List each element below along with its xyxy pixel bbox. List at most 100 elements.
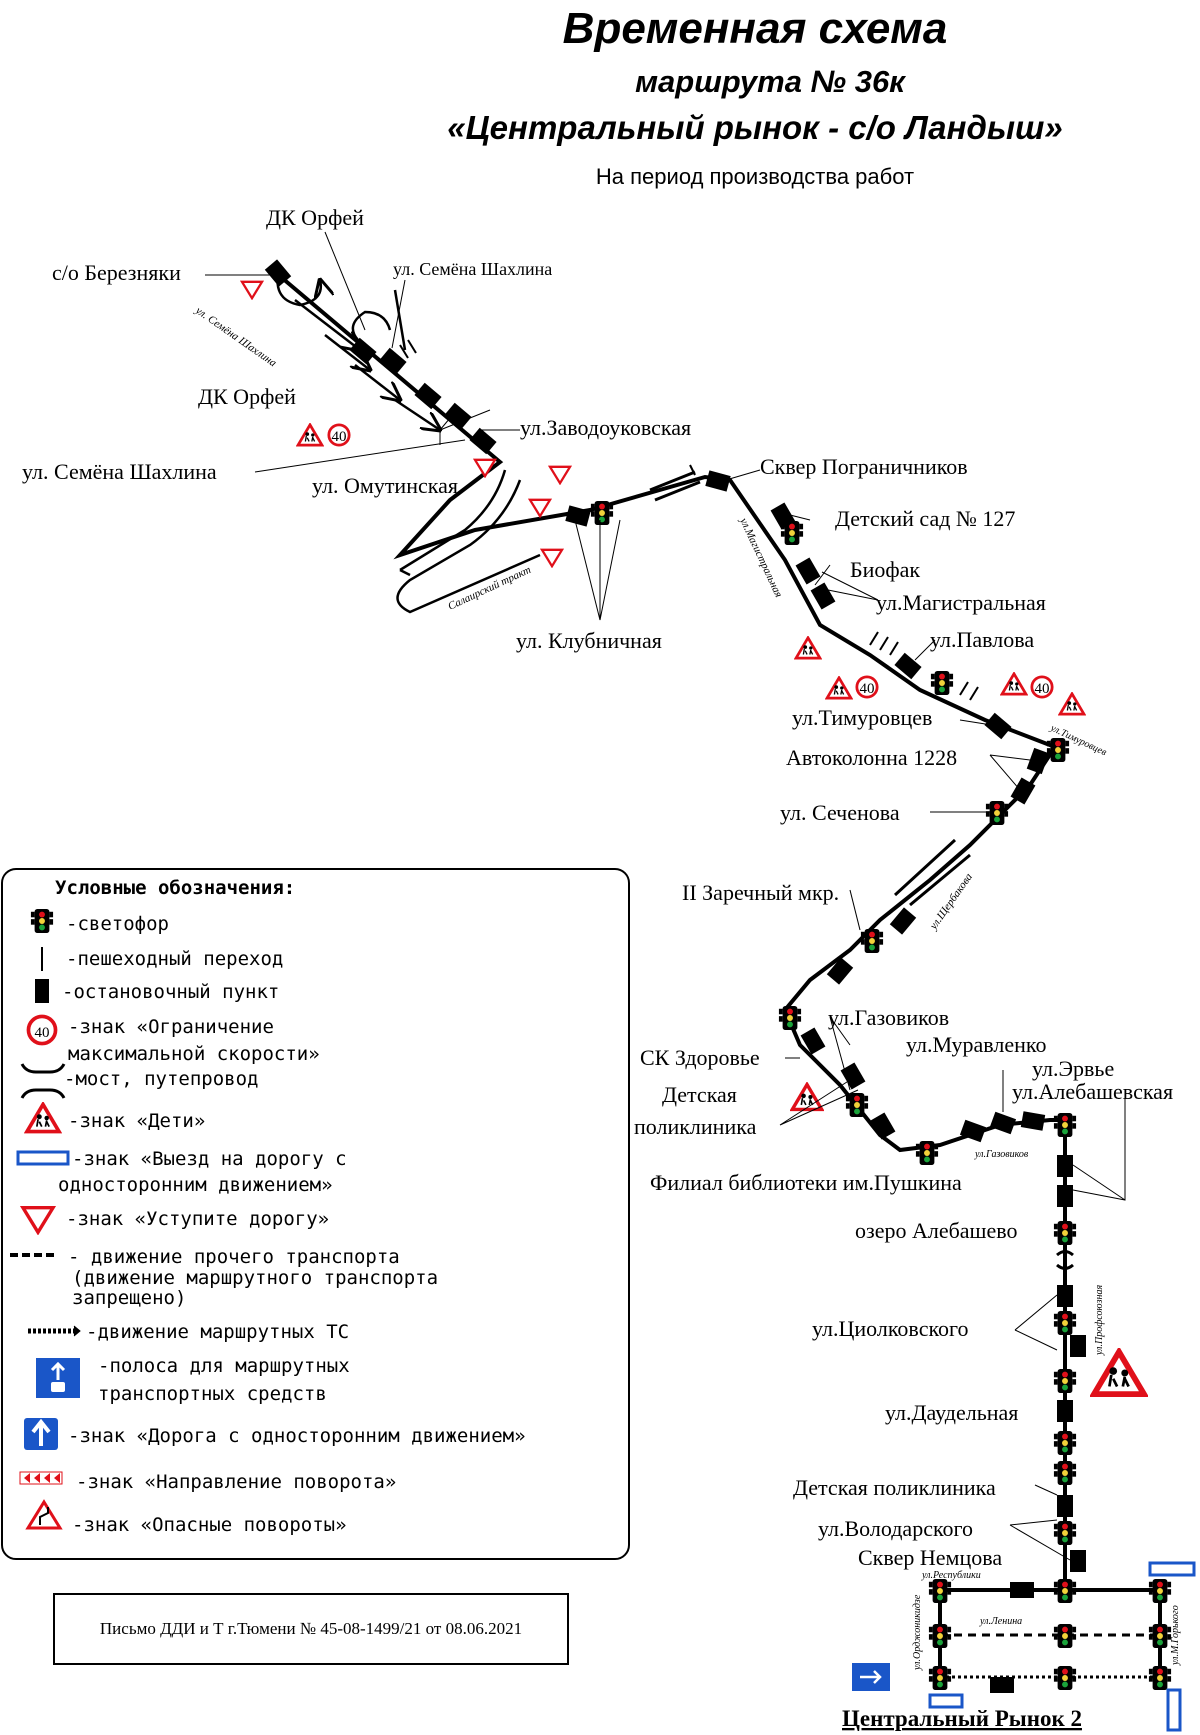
bus-stop (349, 337, 377, 365)
label-ul-muravlenko: ул.Муравленко (906, 1032, 1046, 1057)
bus-stop (469, 427, 497, 455)
bus-stop (840, 1062, 866, 1090)
bus-stop (1026, 747, 1050, 775)
traffic-light-icon (1053, 1221, 1077, 1245)
legend-label: -движение маршрутных ТС (86, 1321, 349, 1343)
road-salairsky-trakt: Салаирский тракт (446, 564, 533, 613)
reference-note-text: Письмо ДДИ и Т г.Тюмени № 45-08-1499/21 … (100, 1619, 522, 1638)
yield-sign-icon (528, 498, 552, 518)
bus-stop (959, 1119, 987, 1143)
title-line-2: маршрута № 36к (635, 64, 906, 99)
traffic-light-icon (928, 1666, 952, 1690)
legend-label: -светофор (66, 913, 169, 935)
speed-limit-sign-icon: 40 (327, 423, 351, 447)
bus-stop (1010, 777, 1036, 805)
label-so-bereznyaki: с/о Березняки (52, 260, 181, 285)
salairsky-trakt-road (396, 469, 541, 614)
legend-label: -пешеходный переход (66, 948, 283, 970)
svg-text:40: 40 (1035, 681, 1050, 697)
bridge-icon (20, 1063, 66, 1099)
label-dk-orfei-top: ДК Орфей (266, 205, 364, 230)
bus-stop (826, 957, 854, 985)
legend-label: максимальной скорости» (68, 1043, 320, 1065)
label-ozero-alebashevo: озеро Алебашево (855, 1218, 1018, 1243)
svg-text:40: 40 (860, 681, 875, 697)
road-ul-m-gorkogo: ул.М.Горького (1170, 1605, 1181, 1666)
traffic-light-icon (590, 501, 614, 525)
children-sign-icon (794, 636, 822, 660)
yield-sign-icon (240, 280, 264, 300)
bus-lane-sign-icon (36, 1358, 80, 1398)
legend-label: -мост, путепровод (64, 1068, 258, 1090)
bus-stop-icon (35, 979, 49, 1003)
legend-label: транспортных средств (98, 1383, 327, 1405)
bus-stop (810, 582, 836, 610)
one-way-exit-sign-icon (1148, 1561, 1196, 1577)
traffic-light-icon (1148, 1666, 1172, 1690)
label-dk-orfei-mid: ДК Орфей (198, 384, 296, 409)
label-detskaya-poliklinika-2: Детская поликлиника (793, 1475, 996, 1500)
children-sign-icon (296, 423, 324, 447)
bus-stop (894, 652, 922, 680)
label-ul-zavodoukovskaya: ул.Заводоуковская (520, 415, 691, 440)
title-line-1: Временная схема (563, 4, 948, 53)
reference-note-box (53, 1593, 569, 1665)
svg-text:40: 40 (332, 429, 347, 445)
label-ul-ervye: ул.Эрвье (1032, 1056, 1114, 1081)
speed-limit-signs: 40 40 40 (327, 423, 1054, 699)
bus-stops (264, 259, 1086, 1693)
bus-stop (800, 1027, 826, 1055)
legend-label: -знак «Дети» (68, 1110, 205, 1132)
traffic-light-icon (1148, 1624, 1172, 1648)
traffic-light-icon (1053, 1579, 1077, 1603)
children-sign-icon (825, 676, 853, 700)
bus-stop (889, 907, 917, 935)
label-skver-pogranichnikov: Сквер Пограничников (760, 454, 968, 479)
legend-label: -знак «Выезд на дорогу с (72, 1148, 347, 1170)
road-ul-profsoyuznaya: ул.Профсоюзная (1094, 1285, 1105, 1356)
children-sign-icon (1058, 692, 1086, 716)
traffic-light-icon (1053, 1311, 1077, 1335)
bus-stop (1057, 1495, 1073, 1517)
bus-stop (870, 1112, 896, 1140)
one-way-exit-sign-icon (928, 1693, 964, 1709)
legend-heading: Условные обозначения: (55, 877, 295, 899)
legend-label: -знак «Ограничение (68, 1016, 274, 1038)
one-way-exit-sign-icon (16, 1150, 70, 1166)
leader-lines (205, 231, 1126, 1561)
bus-stop (414, 382, 442, 410)
label-ul-omutinskaya: ул. Омутинская (312, 473, 458, 498)
traffic-light-icon (1053, 1461, 1077, 1485)
label-filial-biblioteki: Филиал библиотеки им.Пушкина (650, 1170, 962, 1195)
bottom-signs (852, 1561, 1196, 1732)
turn-loops (276, 264, 441, 430)
label-ul-volodarskogo: ул.Володарского (818, 1516, 973, 1541)
label-avtokolonna-1228: Автоколонна 1228 (786, 745, 957, 770)
bus-stop (1070, 1335, 1086, 1357)
label-ul-pavlova: ул.Павлова (930, 627, 1034, 652)
bus-stop (1057, 1400, 1073, 1422)
label-ul-gazovikov: ул.Газовиков (828, 1005, 949, 1030)
legend-box (1, 868, 630, 1560)
label-skver-nemtsova: Сквер Немцова (858, 1545, 1002, 1570)
turn-direction-sign-icon (19, 1471, 63, 1485)
traffic-light-icon (930, 671, 954, 695)
bus-stop (264, 259, 292, 287)
speed-limit-sign-icon: 40 (1030, 675, 1054, 699)
label-ul-tsiolkovskogo: ул.Циолковского (812, 1316, 969, 1341)
label-detsky-sad-127: Детский сад № 127 (835, 506, 1015, 531)
traffic-light-icon (860, 929, 884, 953)
road-ul-respubliki: ул.Республики (921, 1570, 981, 1581)
road-ul-lenina: ул.Ленина (979, 1616, 1022, 1627)
road-ul-gazovikov: ул.Газовиков (974, 1149, 1029, 1160)
label-biofak: Биофак (850, 557, 920, 582)
traffic-light-icon (1053, 1624, 1077, 1648)
label-ul-semena-shakhlina-top: ул. Семёна Шахлина (393, 259, 552, 279)
legend-label: запрещено) (72, 1287, 186, 1309)
route-traffic-line-icon (28, 1325, 81, 1337)
label-ul-timurovtsev: ул.Тимуровцев (792, 705, 932, 730)
legend-label: -знак «Уступите дорогу» (66, 1208, 329, 1230)
traffic-light-icon (1053, 1113, 1077, 1137)
bus-stop (989, 1111, 1017, 1135)
traffic-light-icon (1148, 1579, 1172, 1603)
